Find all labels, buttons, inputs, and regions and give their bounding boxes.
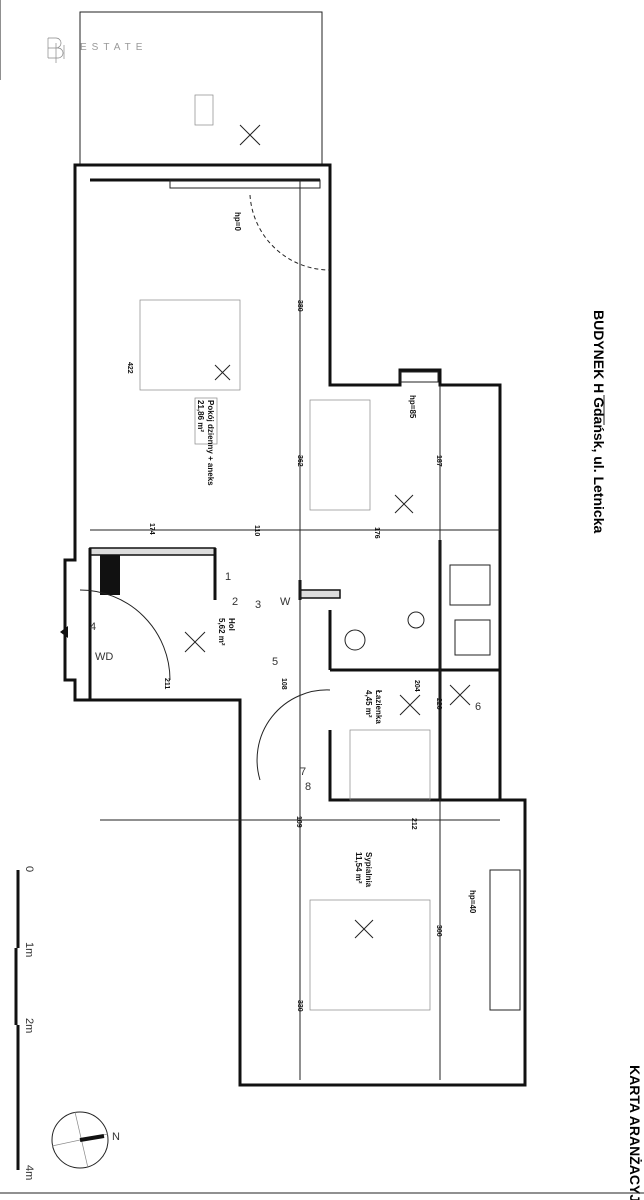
marker: 6	[475, 701, 481, 713]
estate-logo: ESTATE	[47, 37, 147, 63]
card-title: KARTA ARANŻACYJNA	[627, 1065, 643, 1200]
light-point-icon	[394, 494, 414, 514]
svg-text:21,86 m²: 21,86 m²	[196, 400, 205, 432]
marker: 7	[300, 766, 306, 778]
marker: 5	[272, 656, 278, 668]
marker: W	[280, 596, 291, 608]
balcony-door	[169, 179, 321, 189]
scale-bar: 0 1m 2m 4m	[14, 866, 35, 1180]
dimension: 109	[295, 816, 302, 828]
compass-north-label: N	[112, 1131, 120, 1143]
height-label: hp=85	[408, 395, 417, 419]
dimension: 220	[435, 698, 442, 710]
room-label-bathroom: Łazienka 4,45 m²	[364, 690, 383, 724]
balcony-door-swing	[249, 194, 331, 271]
dimension: 108	[280, 678, 287, 690]
svg-text:11,54 m²: 11,54 m²	[354, 852, 363, 884]
room-label-hall: Hol 5,62 m²	[217, 618, 236, 646]
dining-table	[309, 399, 371, 511]
washing-machine	[449, 564, 491, 606]
building-title: BUDYNEK H Gdańsk, ul. Letnicka	[591, 310, 607, 533]
bedroom-window	[489, 869, 521, 1011]
light-point-icon	[184, 631, 206, 653]
svg-text:Łazienka: Łazienka	[374, 690, 383, 724]
marker: WD	[95, 651, 113, 663]
dimension: 187	[435, 455, 442, 467]
dimension: 204	[413, 680, 420, 692]
dimension: 211	[163, 678, 170, 689]
svg-text:4,45 m²: 4,45 m²	[364, 690, 373, 718]
marker: 2	[232, 596, 238, 608]
light-point-icon	[239, 124, 261, 146]
svg-text:1m: 1m	[23, 942, 35, 957]
bed	[309, 899, 431, 1011]
svg-text:5,62 m²: 5,62 m²	[217, 618, 226, 646]
entrance-arrow-icon	[60, 626, 68, 638]
height-label: hp=40	[468, 890, 477, 914]
marker: 4	[90, 621, 96, 633]
marker: 3	[255, 599, 261, 611]
dimension: 110	[253, 525, 260, 536]
dimension: 362	[296, 455, 303, 467]
compass-icon: N	[51, 1111, 120, 1169]
logo-text: ESTATE	[80, 42, 147, 53]
balcony	[79, 11, 323, 166]
svg-text:Pokój dzienny + aneks: Pokój dzienny + aneks	[206, 400, 215, 486]
shaft	[100, 555, 120, 595]
light-point-icon	[354, 919, 374, 939]
svg-text:0: 0	[23, 866, 35, 872]
toilet	[407, 611, 425, 629]
dimension: 212	[410, 818, 417, 830]
sofa	[139, 299, 241, 391]
entry-door-swing	[79, 589, 171, 681]
sink	[344, 629, 366, 651]
grid-lines	[90, 180, 500, 1080]
dimension: 174	[148, 523, 155, 535]
height-label: hp=0	[233, 212, 242, 231]
room-label-bedroom: Sypialnia 11,54 m²	[354, 852, 373, 888]
marker: 8	[305, 781, 311, 793]
bathtub	[349, 729, 431, 801]
hall-door-swing	[256, 689, 331, 781]
dimension: 380	[296, 300, 303, 312]
dimension: 330	[296, 1000, 303, 1012]
interior-walls	[88, 540, 500, 802]
dimension: 176	[373, 527, 380, 539]
dimension: 300	[435, 925, 442, 937]
svg-text:Sypialnia: Sypialnia	[364, 852, 373, 888]
light-point-icon	[399, 694, 421, 716]
window	[399, 371, 439, 383]
dimension: 422	[126, 362, 133, 374]
cabinet	[454, 619, 491, 656]
marker: 1	[225, 571, 231, 583]
balcony-label-box	[194, 94, 214, 126]
svg-text:2m: 2m	[23, 1018, 35, 1033]
svg-text:Hol: Hol	[227, 618, 236, 631]
light-point-icon	[214, 364, 231, 381]
light-point-icon	[449, 684, 471, 706]
exterior-wall	[63, 163, 527, 1087]
room-label-living: Pokój dzienny + aneks 21,86 m²	[194, 397, 218, 486]
svg-text:4m: 4m	[23, 1165, 35, 1180]
